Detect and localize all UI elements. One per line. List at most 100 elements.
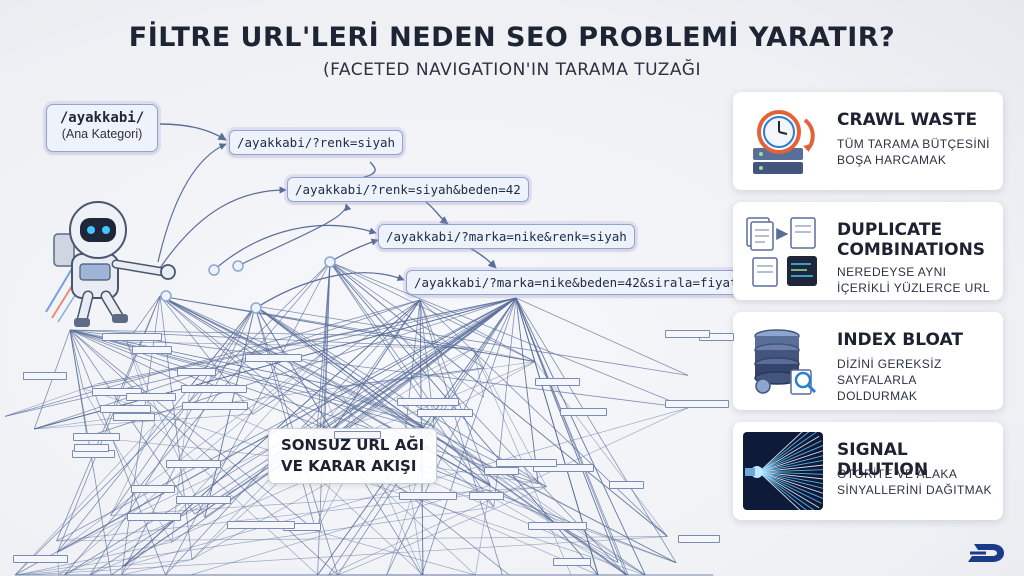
mesh-line (475, 485, 491, 576)
mesh-line (358, 361, 536, 387)
root-category-node: /ayakkabi/ (Ana Kategori) (46, 104, 158, 152)
tiny-url-box (534, 378, 581, 387)
tiny-url-box (166, 460, 222, 469)
mesh-line (17, 559, 193, 576)
mesh-line (69, 329, 88, 437)
mesh-line (121, 566, 124, 576)
arrow-marka-to-sirala (469, 247, 497, 269)
curve-to-marka-b (329, 238, 379, 263)
beam-line (758, 471, 823, 485)
robot-jetpack-icon (45, 201, 176, 327)
mesh-line (34, 299, 421, 430)
card-title: INDEX BLOAT (837, 330, 963, 350)
tiny-url-box (678, 535, 720, 544)
mesh-line (69, 329, 400, 337)
card-desc: TÜM TARAMA BÜTÇESİNİ BOŞA HARCAMAK (837, 137, 990, 167)
branch-node (232, 260, 244, 272)
mesh-line (419, 299, 503, 576)
mesh-line (515, 297, 646, 576)
tiny-url-box (665, 330, 711, 339)
tiny-url-box (73, 443, 109, 452)
mesh-line (57, 351, 325, 553)
tiny-url-box (227, 520, 295, 529)
root-label: (Ana Kategori) (61, 127, 143, 141)
tiny-url-box (469, 492, 504, 501)
mesh-line (126, 341, 206, 518)
root-path: /ayakkabi/ (59, 110, 145, 126)
mesh-line (69, 329, 435, 427)
tiny-url-box (92, 388, 143, 397)
mesh-line (34, 367, 484, 430)
tiny-url-box (127, 513, 181, 522)
page-title: FİLTRE URL'LERİ NEDEN SEO PROBLEMİ YARAT… (128, 22, 896, 53)
branch-curves (157, 123, 497, 309)
mesh-line (69, 329, 539, 485)
mesh-line (338, 367, 484, 387)
url-node-marka-renk: /ayakkabi/?marka=nike&renk=siyah (378, 224, 635, 249)
mesh-line (419, 299, 536, 362)
branch-nodes (160, 256, 336, 314)
tiny-url-box (22, 372, 67, 381)
curve-to-beden-b (237, 203, 352, 267)
arrow-root-to-renk (159, 123, 227, 141)
beam-line (758, 471, 807, 510)
curve-to-sirala (255, 272, 405, 309)
mesh-line (26, 536, 668, 576)
mesh-line (57, 305, 256, 553)
network-mesh (4, 261, 714, 576)
mesh-line (69, 329, 84, 389)
curve-robot-to-beden (159, 186, 287, 269)
tiny-url-box (125, 393, 177, 402)
beam-line (758, 471, 823, 475)
tiny-url-box (333, 431, 381, 440)
beam-line (758, 450, 823, 473)
mesh-line (515, 297, 689, 376)
arrow-beden-to-marka (425, 201, 449, 225)
tiny-url-box (244, 354, 302, 363)
beam-line (758, 471, 823, 480)
tiny-url-box (131, 485, 176, 494)
mesh-line (69, 329, 166, 576)
card-desc: DİZİNİ GEREKSİZ SAYFALARLA DOLDURMAK (837, 357, 942, 403)
mesh-line (419, 299, 668, 537)
tiny-url-box (102, 332, 162, 341)
beam-line (758, 471, 820, 509)
url-node-marka-beden-sirala: /ayakkabi/?marka=nike&beden=42&sirala=fi… (406, 270, 746, 295)
mesh-line (433, 426, 627, 576)
mesh-line (329, 261, 688, 409)
url-node-renk-beden: /ayakkabi/?renk=siyah&beden=42 (287, 177, 529, 202)
beam-line (758, 471, 815, 510)
mesh-line (159, 295, 404, 448)
mesh-line (329, 261, 495, 508)
curve-to-marka (213, 224, 377, 271)
tiny-url-box (398, 492, 457, 501)
mesh-line (69, 329, 339, 576)
beam-line (758, 471, 823, 494)
mesh-line (515, 297, 677, 563)
tiny-url-box (527, 522, 588, 531)
beam-line (758, 471, 801, 510)
tiny-url-box (417, 409, 473, 418)
beam-line (758, 444, 823, 473)
tiny-url-box (495, 458, 558, 467)
mesh-line (403, 299, 421, 447)
mesh-line (337, 486, 547, 576)
branch-node (324, 256, 336, 268)
mesh-line (252, 299, 421, 415)
mesh-line (315, 261, 331, 450)
mesh-line (122, 407, 688, 567)
beam-line (758, 459, 823, 473)
tiny-url-box (12, 555, 68, 564)
mesh-line (473, 348, 485, 398)
brand-logo-icon (968, 544, 1004, 562)
center-label-line2: VE KARAR AKIŞI (281, 457, 417, 475)
mesh-line (318, 299, 421, 452)
tiny-url-box (73, 432, 121, 441)
mesh-line (56, 486, 547, 542)
mesh-line (515, 297, 629, 576)
beam-line (758, 471, 823, 489)
card-title: SIGNAL DILUTION (837, 440, 929, 480)
mesh-line (57, 297, 517, 553)
beam-line (758, 432, 803, 473)
